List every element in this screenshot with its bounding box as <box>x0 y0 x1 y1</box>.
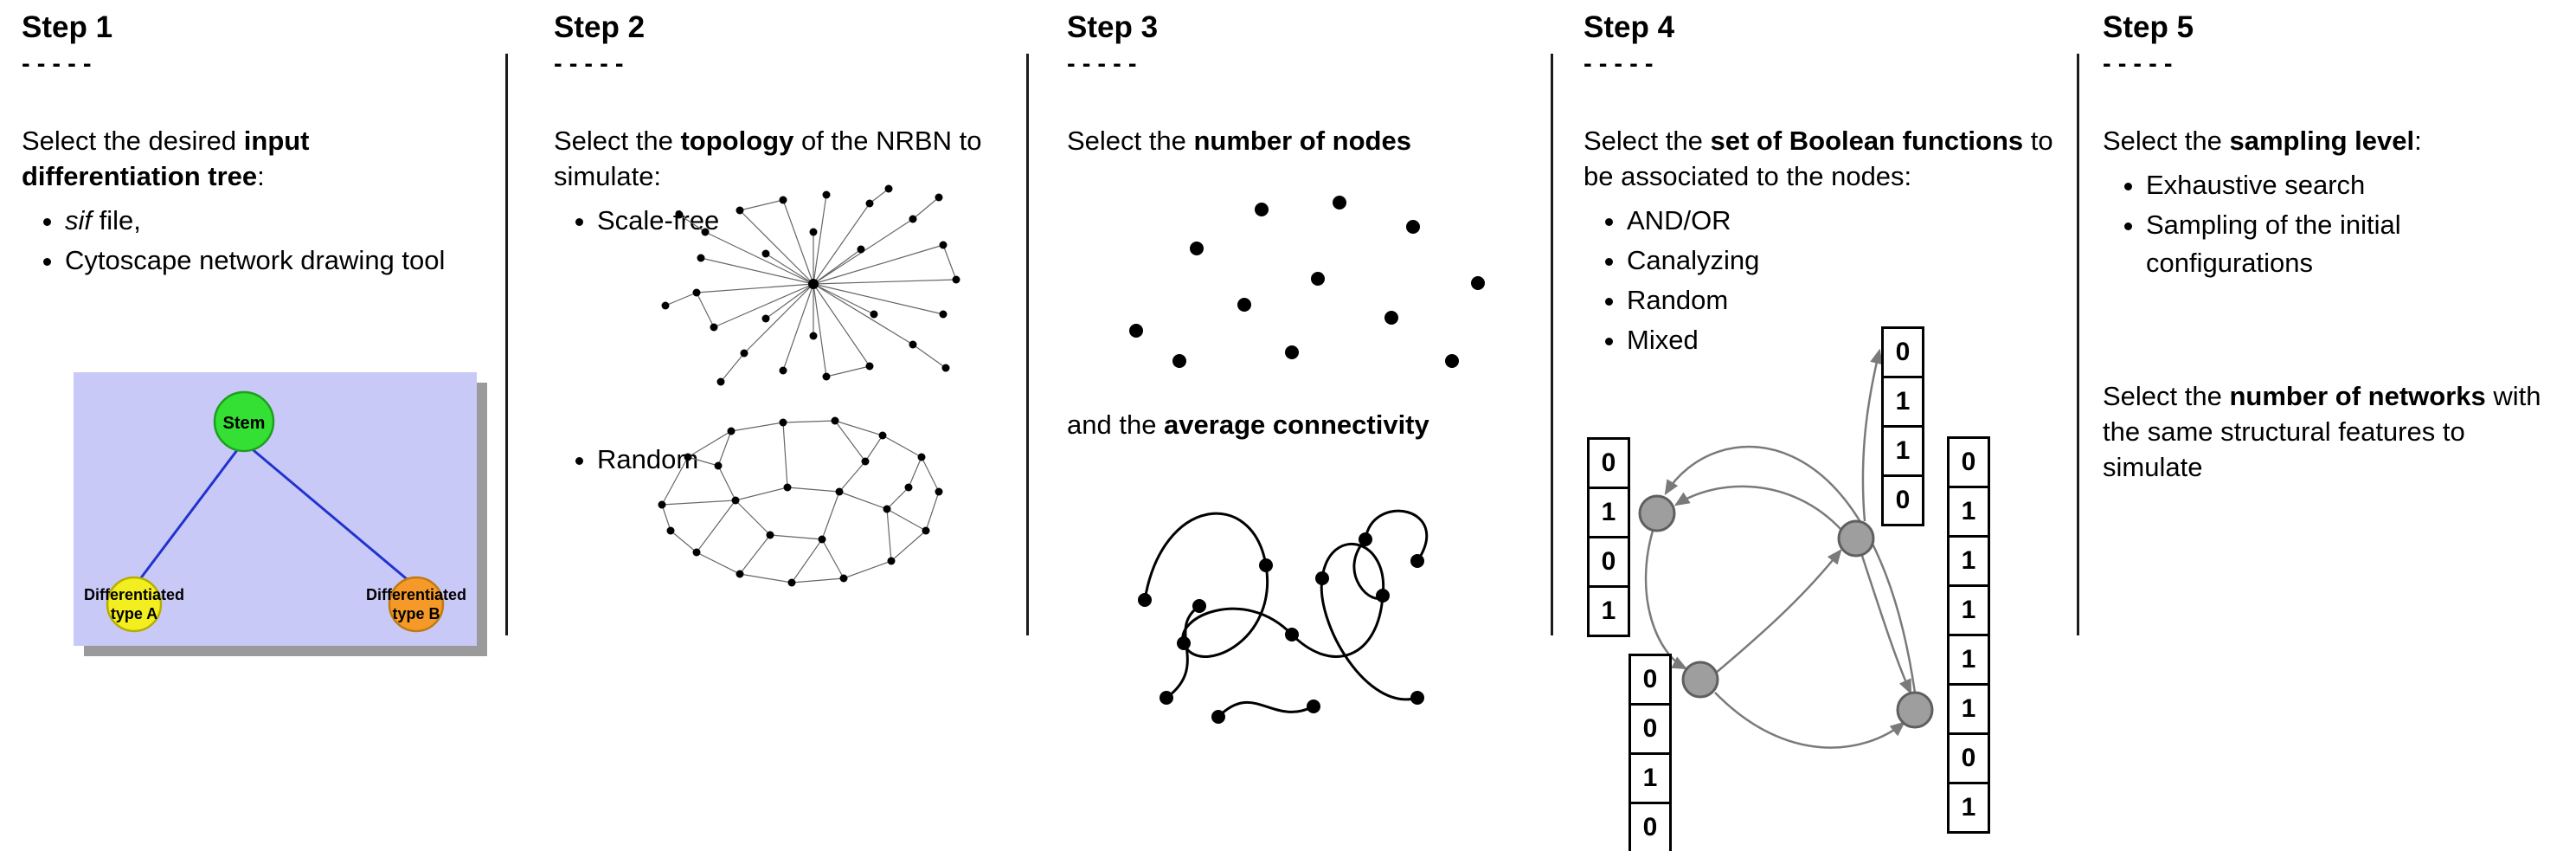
bit-cell: 1 <box>1628 752 1672 804</box>
bit-cell: 0 <box>1947 732 1990 784</box>
stem-label: Stem <box>223 414 266 433</box>
gene-node <box>1896 691 1934 729</box>
step-3-panel: Step 3 - - - - - Select the number of no… <box>1067 0 1539 851</box>
differentiated-type-b-node <box>388 576 445 633</box>
bit-cell: 0 <box>1881 474 1924 526</box>
column-divider <box>1551 54 1553 635</box>
edge-n2-n4 <box>1860 555 1912 695</box>
bit-cell: 0 <box>1947 436 1990 488</box>
random-nodes <box>658 416 943 587</box>
bullet-and-or: AND/OR <box>1627 202 2065 240</box>
bit-cell: 0 <box>1881 326 1924 378</box>
bullet-cytoscape: Cytoscape network drawing tool <box>65 242 489 280</box>
step-5-instruction-2: Select the number of networks with the s… <box>2103 380 2541 482</box>
column-divider <box>1026 54 1029 635</box>
gene-node <box>1638 494 1676 532</box>
random-edges <box>661 420 940 583</box>
bit-cell: 1 <box>1587 487 1630 538</box>
bit-cell: 1 <box>1947 486 1990 538</box>
step-3-instruction-2: and the average connectivity <box>1067 409 1429 440</box>
stem-node <box>213 390 275 453</box>
step-3-instruction: Select the number of nodes <box>1067 126 1411 156</box>
boolean-network-illustration <box>1638 348 1934 749</box>
bit-cell: 1 <box>1947 584 1990 636</box>
edge-n3-n2 <box>1714 549 1842 674</box>
step-4-instruction: Select the set of Boolean functions to b… <box>1584 126 2053 191</box>
dashes: - - - - - <box>2103 50 2173 78</box>
bit-cell: 1 <box>1881 425 1924 477</box>
step-1-instruction: Select the desired input differentiation… <box>22 126 310 191</box>
edge-n2-n1 <box>1673 485 1842 531</box>
nodes-scatter-illustration <box>1129 195 1485 368</box>
type-b-label-line1: Differentiated <box>366 586 466 603</box>
dashes: - - - - - <box>1584 50 1654 78</box>
type-b-label-line2: type B <box>392 605 440 622</box>
tree-edge-b <box>248 445 417 589</box>
edge-n4-n1 <box>1664 445 1917 693</box>
step-title: Step 3 <box>1067 10 1159 44</box>
bullet-sampling-initial-configurations: Sampling of the initial configurations <box>2146 206 2566 282</box>
step-1-panel: Step 1 - - - - - Select the desired inpu… <box>22 0 489 851</box>
bit-cell: 0 <box>1628 802 1672 851</box>
random-network-illustration <box>658 416 943 587</box>
bullet-exhaustive-search: Exhaustive search <box>2146 166 2566 204</box>
step-title: Step 1 <box>22 10 113 44</box>
column-divider <box>2077 54 2079 635</box>
gene-node <box>1837 519 1875 558</box>
step-4-options: AND/OR Canalyzing Random Mixed <box>1584 202 2065 359</box>
bullet-random-functions: Random <box>1627 281 2065 319</box>
tree-edge-a <box>132 446 241 588</box>
bit-cell: 1 <box>1947 634 1990 686</box>
step-title: Step 4 <box>1584 10 1675 44</box>
bullet-canalyzing: Canalyzing <box>1627 242 2065 280</box>
type-a-label-line1: Differentiated <box>84 586 184 603</box>
bit-cell: 0 <box>1628 703 1672 755</box>
bit-cell: 0 <box>1587 536 1630 588</box>
step-2-panel: Step 2 - - - - - Select the topology of … <box>554 0 1012 851</box>
step-2-instruction: Select the topology of the NRBN to simul… <box>554 126 982 191</box>
dashes: - - - - - <box>1067 50 1137 78</box>
bit-cell: 0 <box>1587 437 1630 489</box>
bit-cell: 1 <box>1947 683 1990 735</box>
scale-free-network-illustration <box>661 184 960 386</box>
type-a-label-line2: type A <box>111 605 157 622</box>
bullet-sif-file: sif file, <box>65 202 489 240</box>
edge-n3-n4 <box>1714 692 1905 749</box>
scale-free-edges <box>665 188 957 383</box>
bit-cell: 0 <box>1628 654 1672 706</box>
step-title: Step 2 <box>554 10 646 44</box>
differentiation-tree-illustration: Stem Differentiated type A Differentiate… <box>74 372 487 656</box>
dashes: - - - - - <box>22 50 92 78</box>
bit-cell: 1 <box>1947 782 1990 834</box>
step-4-panel: Step 4 - - - - - Select the set of Boole… <box>1584 0 2065 851</box>
bit-cell: 1 <box>1947 535 1990 587</box>
column-divider <box>505 54 508 635</box>
gene-node <box>1681 661 1719 699</box>
bullet-scale-free: Scale-free <box>597 202 1012 240</box>
bullet-mixed: Mixed <box>1627 321 2065 359</box>
bit-cell: 1 <box>1587 585 1630 637</box>
edge-n2-topcol <box>1861 348 1883 522</box>
edge-n1-n3 <box>1644 530 1688 670</box>
step-5-options: Exhaustive search Sampling of the initia… <box>2103 166 2566 282</box>
step-5-panel: Step 5 - - - - - Select the sampling lev… <box>2103 0 2566 851</box>
differentiated-type-a-node <box>106 576 163 633</box>
step-5-instruction: Select the sampling level: <box>2103 126 2422 156</box>
step-1-options: sif file, Cytoscape network drawing tool <box>22 202 489 280</box>
scale-free-nodes <box>661 184 960 386</box>
dashes: - - - - - <box>554 50 624 78</box>
bit-cell: 1 <box>1881 376 1924 428</box>
step-title: Step 5 <box>2103 10 2194 44</box>
connectivity-illustration <box>1138 509 1429 724</box>
